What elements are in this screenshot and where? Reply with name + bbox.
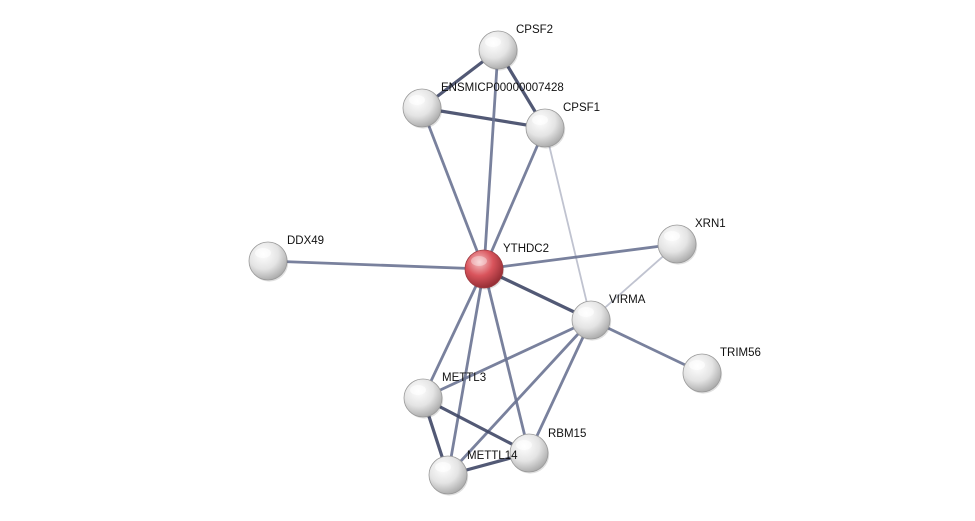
edge-mettl3-rbm15 <box>421 396 531 455</box>
node-label-cpsf1: CPSF1 <box>563 102 600 114</box>
edge-ythdc2-rbm15 <box>482 267 531 455</box>
node-label-ythdc2: YTHDC2 <box>503 243 549 255</box>
node-trim56[interactable]: TRIM56 <box>682 347 761 394</box>
edge-virma-mettl3 <box>421 318 593 400</box>
node-highlight <box>516 440 532 450</box>
node-label-mettl3: METTL3 <box>442 372 486 384</box>
node-label-xrn1: XRN1 <box>695 218 726 230</box>
edge-ythdc2-mettl14 <box>446 267 486 477</box>
node-label-trim56: TRIM56 <box>720 347 761 359</box>
node-highlight <box>689 360 705 370</box>
node-label-rbm15: RBM15 <box>548 428 586 440</box>
edge-ensmicp00000007428-cpsf1 <box>420 106 547 130</box>
partner-node-sphere <box>403 378 443 418</box>
partner-node-sphere <box>428 455 468 495</box>
node-label-ddx49: DDX49 <box>287 235 324 247</box>
node-highlight <box>471 256 487 266</box>
node-highlight <box>532 115 548 125</box>
node-label-ensmicp00000007428: ENSMICP00000007428 <box>441 82 564 94</box>
node-mettl3[interactable]: METTL3 <box>403 372 486 419</box>
edge-ythdc2-ensmicp00000007428 <box>420 106 486 271</box>
partner-node-sphere <box>657 224 697 264</box>
node-ddx49[interactable]: DDX49 <box>248 235 324 282</box>
node-ythdc2[interactable]: YTHDC2 <box>464 243 549 290</box>
node-label-mettl14: METTL14 <box>467 450 518 462</box>
node-highlight <box>410 385 426 395</box>
node-xrn1[interactable]: XRN1 <box>657 218 726 265</box>
edge-layer <box>266 48 704 477</box>
node-rbm15[interactable]: RBM15 <box>509 428 586 474</box>
partner-node-sphere <box>525 108 565 148</box>
partner-node-sphere <box>402 88 442 128</box>
edge-ythdc2-cpsf1 <box>482 126 547 271</box>
node-cpsf2[interactable]: CPSF2 <box>478 24 553 71</box>
node-highlight <box>435 462 451 472</box>
node-highlight <box>664 231 680 241</box>
edge-virma-trim56 <box>589 318 704 375</box>
query-node-sphere <box>464 249 504 289</box>
edge-ythdc2-ddx49 <box>266 259 486 271</box>
node-highlight <box>409 95 425 105</box>
node-highlight <box>485 37 501 47</box>
partner-node-sphere <box>682 353 722 393</box>
edge-virma-mettl14 <box>446 318 593 477</box>
edge-virma-rbm15 <box>527 318 593 455</box>
edge-ythdc2-cpsf2 <box>482 48 500 271</box>
edge-ythdc2-mettl3 <box>421 267 486 400</box>
node-cpsf1[interactable]: CPSF1 <box>525 102 600 149</box>
node-mettl14[interactable]: METTL14 <box>428 450 518 496</box>
edge-ythdc2-xrn1 <box>482 242 679 271</box>
partner-node-sphere <box>571 300 611 340</box>
node-highlight <box>255 248 271 258</box>
node-label-virma: VIRMA <box>609 294 646 306</box>
node-highlight <box>578 307 594 317</box>
partner-node-sphere <box>478 30 518 70</box>
node-virma[interactable]: VIRMA <box>571 294 646 341</box>
edge-ythdc2-virma <box>482 267 593 322</box>
node-label-cpsf2: CPSF2 <box>516 24 553 36</box>
partner-node-sphere <box>248 241 288 281</box>
edge-cpsf1-virma <box>544 127 592 321</box>
node-ensmicp00000007428[interactable]: ENSMICP00000007428 <box>402 82 564 129</box>
